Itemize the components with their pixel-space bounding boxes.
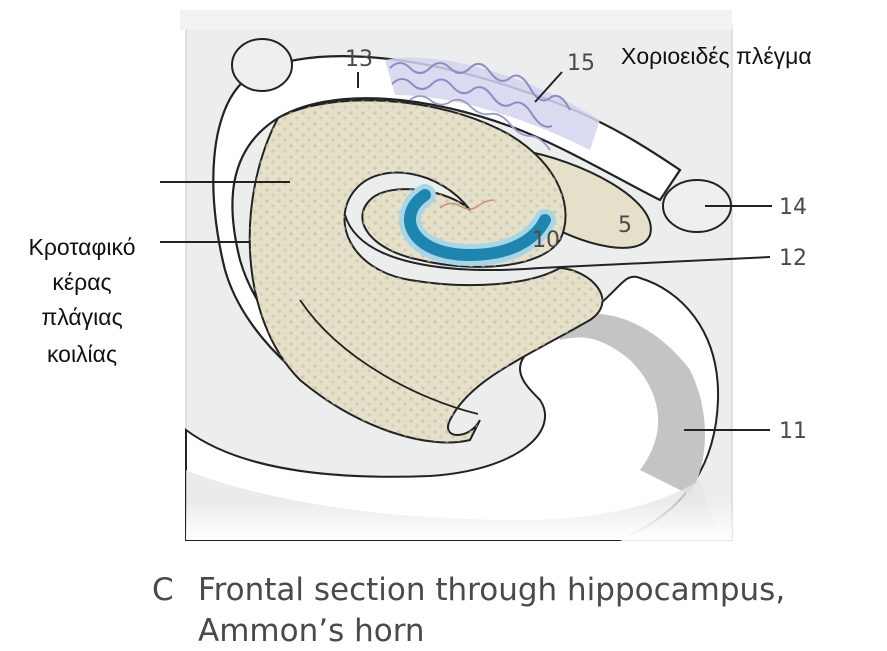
top-left-oval xyxy=(232,39,292,91)
label-10: 10 xyxy=(532,228,560,253)
choroid-plexus-label: Χοριοειδές πλέγμα xyxy=(621,43,812,69)
caption-line-1: Frontal section through hippocampus, xyxy=(198,572,785,608)
figure-caption: C Frontal section through hippocampus, A… xyxy=(152,572,785,649)
label-13: 13 xyxy=(345,47,373,72)
temporal-horn-label-line-1: Κροταφικό xyxy=(29,234,136,260)
label-15: 15 xyxy=(567,51,595,76)
label-11: 11 xyxy=(779,419,807,444)
caption-line-2: Ammon’s horn xyxy=(198,613,425,649)
label-5: 5 xyxy=(618,213,632,238)
temporal-horn-label-line-4: κοιλίας xyxy=(47,341,117,367)
caption-marker: C xyxy=(152,572,174,608)
temporal-horn-label-line-2: κέρας xyxy=(52,269,111,295)
label-12: 12 xyxy=(779,246,807,271)
label-14: 14 xyxy=(779,195,807,220)
temporal-horn-label-line-3: πλάγιας xyxy=(41,304,122,330)
